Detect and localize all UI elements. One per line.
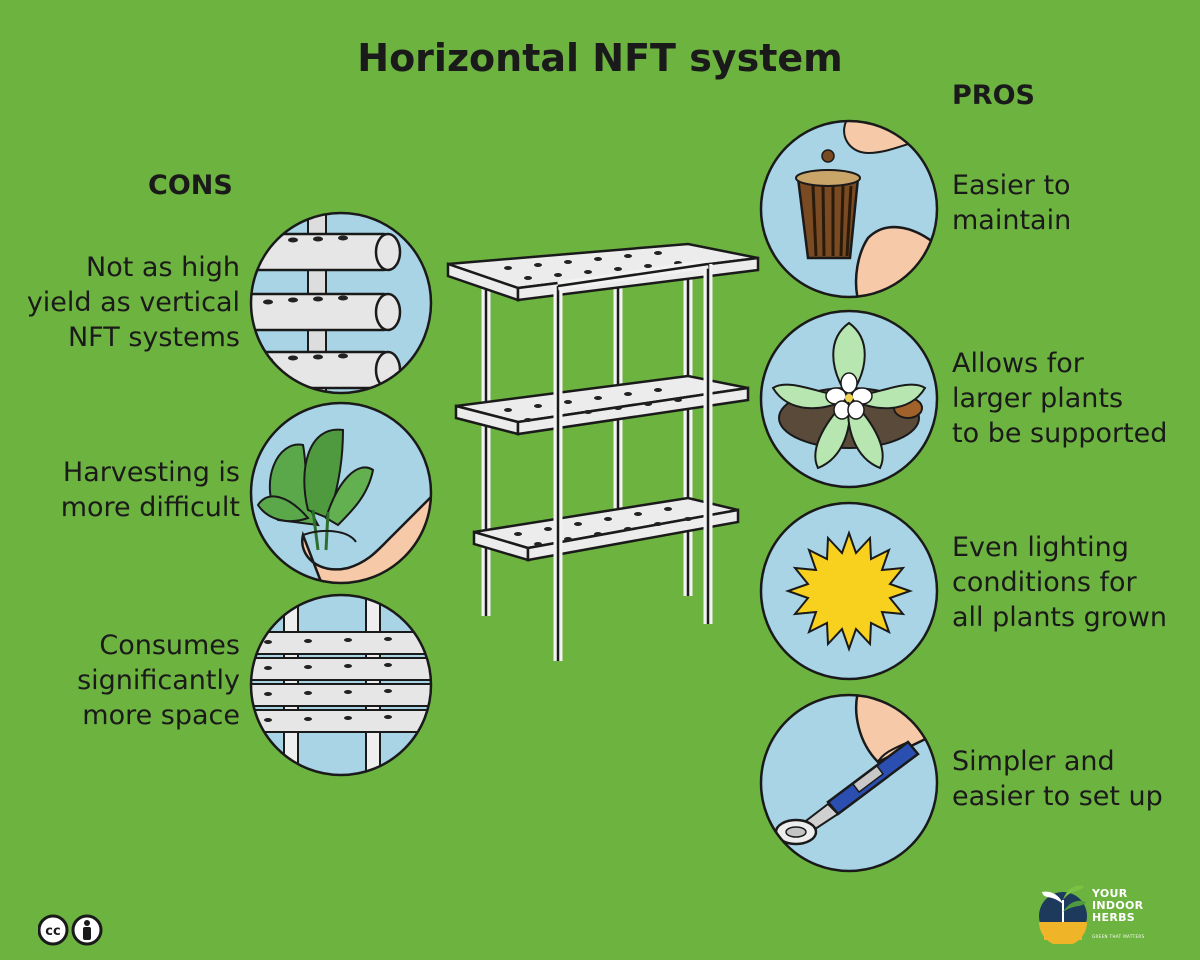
con-item-2-line-1: Harvesting is <box>62 457 240 488</box>
cons-heading: CONS <box>148 170 233 201</box>
con-item-2-text: Harvesting is more difficult <box>61 455 240 525</box>
pro-item-2-text: Allows for larger plants to be supported <box>952 346 1167 451</box>
brand-name: YOUR INDOOR HERBS <box>1092 888 1143 924</box>
con-item-2-line-2: more difficult <box>60 492 240 523</box>
con-item-1-line-2: yield as vertical <box>26 287 240 318</box>
pro-item-4-line-2: easier to set up <box>952 781 1163 812</box>
con-item-1-line-1: Not as high <box>86 252 240 283</box>
wide-rack-icon <box>249 593 433 777</box>
pro-item-2-line-3: to be supported <box>952 418 1168 449</box>
pro-item-4-line-1: Simpler and <box>952 746 1115 777</box>
page-title: Horizontal NFT system <box>357 36 843 80</box>
con-item-3-line-1: Consumes <box>99 630 240 661</box>
creative-commons-icon: cc <box>38 914 69 946</box>
con-item-1-line-3: NFT systems <box>67 322 240 353</box>
brand-line-3: HERBS <box>1092 911 1135 924</box>
pro-item-1-text: Easier to maintain <box>952 168 1071 238</box>
license-badge: cc <box>38 914 103 946</box>
pro-item-3-line-2: conditions for <box>952 567 1137 598</box>
pro-item-1-line-1: Easier to <box>952 170 1071 201</box>
pro-item-1-line-2: maintain <box>952 205 1072 236</box>
brand-tagline: GREEN THAT MATTERS <box>1092 934 1145 939</box>
sun-icon <box>759 501 939 681</box>
brand-logo: YOUR INDOOR HERBS GREEN THAT MATTERS <box>1036 882 1166 946</box>
brand-line-2: INDOOR <box>1092 899 1144 912</box>
con-item-1-text: Not as high yield as vertical NFT system… <box>27 250 240 355</box>
hand-holding-plant-icon <box>249 401 433 585</box>
pros-heading: PROS <box>952 80 1035 111</box>
nft-rack-illustration <box>446 242 760 661</box>
net-pot-icon <box>759 119 939 299</box>
pro-item-2-line-1: Allows for <box>952 348 1084 379</box>
con-item-3-line-2: significantly <box>77 665 240 696</box>
flowering-plant-icon <box>759 309 939 489</box>
pipes-closeup-icon <box>249 211 433 395</box>
pro-item-2-line-2: larger plants <box>952 383 1124 414</box>
pro-item-4-text: Simpler and easier to set up <box>952 744 1163 814</box>
pipe-cutter-icon <box>759 693 939 873</box>
svg-text:cc: cc <box>45 924 60 939</box>
pro-item-3-line-3: all plants grown <box>952 602 1168 633</box>
brand-line-1: YOUR <box>1092 887 1128 900</box>
pro-item-3-line-1: Even lighting <box>952 532 1129 563</box>
pro-item-3-text: Even lighting conditions for all plants … <box>952 530 1167 635</box>
leaf-emblem-icon <box>1039 885 1087 944</box>
attribution-icon <box>71 914 103 946</box>
con-item-3-text: Consumes significantly more space <box>77 628 240 733</box>
con-item-3-line-3: more space <box>82 700 240 731</box>
